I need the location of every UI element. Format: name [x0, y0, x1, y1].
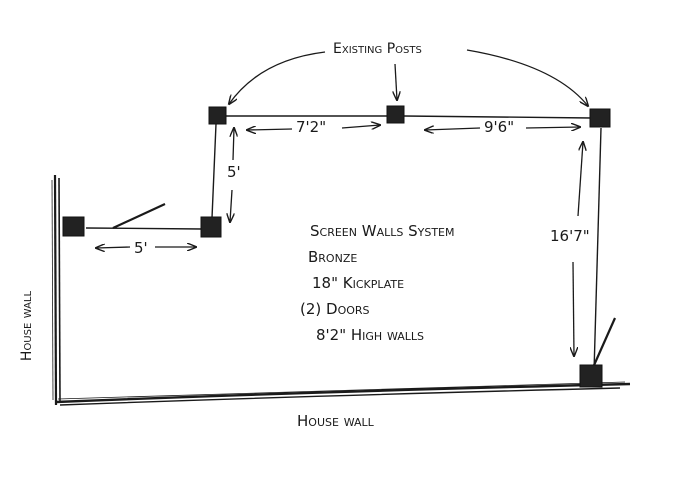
house-wall-left-label: House wall: [19, 290, 36, 362]
house-wall-bottom: [55, 381, 631, 406]
note-color: Bronze: [308, 248, 358, 266]
post-left-wall: [62, 216, 85, 237]
note-system: Screen Walls System: [310, 222, 455, 240]
existing-posts-label: Existing Posts: [333, 41, 422, 57]
post-top-middle: [386, 105, 405, 124]
existing-posts-arrows: [229, 49, 588, 106]
dimension-top-right: 9'6": [484, 118, 515, 136]
post-step: [200, 216, 222, 238]
post-top-left: [208, 106, 227, 125]
specification-notes: Screen Walls System Bronze 18" Kickplate…: [300, 218, 455, 348]
house-wall-bottom-label: House wall: [297, 412, 374, 430]
post-bottom-right: [579, 364, 603, 388]
note-wall-height: 8'2" High walls: [316, 326, 425, 344]
note-kickplate: 18" Kickplate: [312, 274, 405, 292]
dimension-step-horizontal: 5': [134, 239, 148, 257]
dimension-right-vertical: 16'7": [550, 227, 590, 245]
dimension-arrows: [96, 125, 583, 356]
dimension-step-vertical: 5': [227, 163, 241, 181]
dimension-top-left: 7'2": [296, 118, 327, 136]
note-doors: (2) Doors: [300, 300, 370, 318]
door-left: [112, 203, 166, 229]
door-right: [589, 317, 617, 373]
post-top-right: [589, 108, 611, 128]
house-wall-left: [51, 174, 61, 406]
screen-walls: [85, 115, 602, 373]
